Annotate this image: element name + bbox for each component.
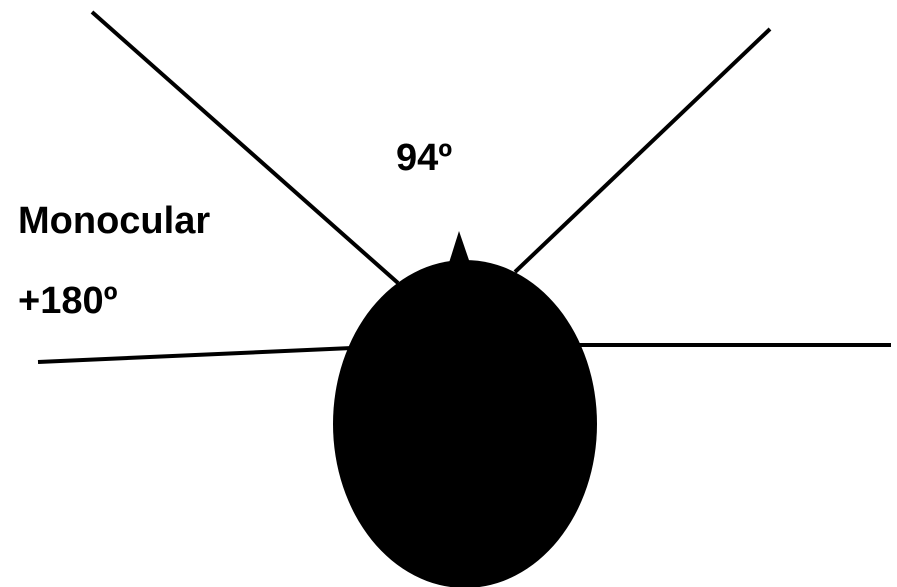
left-binocular-boundary-line xyxy=(90,10,400,285)
monocular-title-label: Monocular xyxy=(18,200,211,242)
nose-marker xyxy=(448,231,471,266)
head-shape xyxy=(333,260,597,587)
monocular-angle-label: +180º xyxy=(18,280,118,322)
left-monocular-boundary-line xyxy=(37,346,353,364)
binocular-angle-label: 94º xyxy=(396,137,453,179)
right-binocular-boundary-line xyxy=(513,27,772,274)
